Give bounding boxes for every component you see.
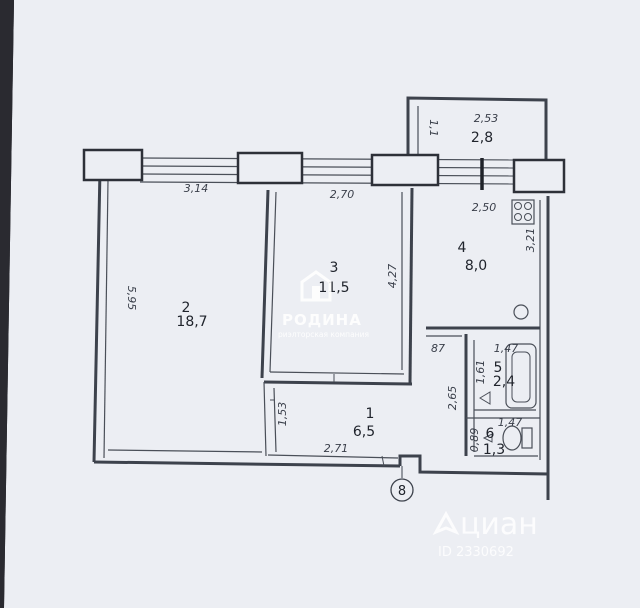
room-1-area: 6,5 <box>353 424 375 440</box>
sink-icon <box>513 304 529 320</box>
dim-bath-width: 1,47 <box>494 342 519 355</box>
room-3-area: 11,5 <box>318 280 349 296</box>
axis-circle <box>390 478 414 502</box>
dim-room2-length: 5,95 <box>125 286 138 311</box>
dim-balcony-depth: 1,1 <box>427 119 440 137</box>
room-2-area: 18,7 <box>176 314 207 330</box>
room-5-area: 2,4 <box>493 374 515 390</box>
washbasin-icon <box>479 391 491 405</box>
dim-room4-width: 2,50 <box>472 201 497 214</box>
rodina-logo-text: РОДИНА <box>282 311 362 329</box>
cian-logo-text: циан <box>460 507 538 542</box>
toilet-icon <box>502 425 522 451</box>
dim-bath-length: 1,61 <box>474 360 487 385</box>
room-6-number: 6 <box>486 426 495 442</box>
room-4-area: 8,0 <box>465 258 487 274</box>
room-4-number: 4 <box>458 240 467 256</box>
dim-wc-width: 1,47 <box>498 416 523 429</box>
dim-room1-width: 2,71 <box>324 442 349 455</box>
rodina-logo-subtitle: риэлторская компания <box>278 330 369 339</box>
rodina-watermark: РОДИНА риэлторская компания <box>278 270 369 339</box>
room-1-number: 1 <box>366 406 375 422</box>
dim-corridor-length: 2,65 <box>446 386 459 411</box>
window-room3 <box>236 151 304 185</box>
window-band <box>82 148 566 194</box>
dim-wc-length: 0,89 <box>468 428 481 453</box>
room-6-area: 1,3 <box>483 442 505 458</box>
plan-walls <box>92 96 550 500</box>
room-2-number: 2 <box>182 300 191 316</box>
room-3-number: 3 <box>330 260 339 276</box>
fixtures <box>270 199 537 467</box>
paper-edge-shadow <box>0 0 14 608</box>
dim-room1-depth: 1,53 <box>276 402 289 427</box>
window-room4 <box>370 153 440 187</box>
window-room2 <box>82 148 144 182</box>
window-balcony <box>512 158 566 194</box>
balcony-area: 2,8 <box>471 130 493 146</box>
dim-room3-width: 2,70 <box>330 188 355 201</box>
dim-room4-length: 3,21 <box>524 228 537 253</box>
dim-balcony-width: 2,53 <box>474 112 499 125</box>
dim-room3-length: 4,27 <box>386 264 399 289</box>
cian-logo-icon <box>432 510 460 535</box>
bathtub-icon <box>505 343 537 409</box>
dim-wall-gap: 87 <box>431 342 445 355</box>
house-logo-icon <box>300 270 332 302</box>
dim-room2-width: 3,14 <box>184 182 209 195</box>
stove-icon <box>511 199 535 225</box>
paper-sheet <box>4 0 640 608</box>
axis-label: 8 <box>398 484 406 499</box>
cian-listing-id: ID 2330692 <box>438 545 514 560</box>
room-5-number: 5 <box>494 360 503 376</box>
cian-watermark: циан ID 2330692 <box>432 507 538 560</box>
